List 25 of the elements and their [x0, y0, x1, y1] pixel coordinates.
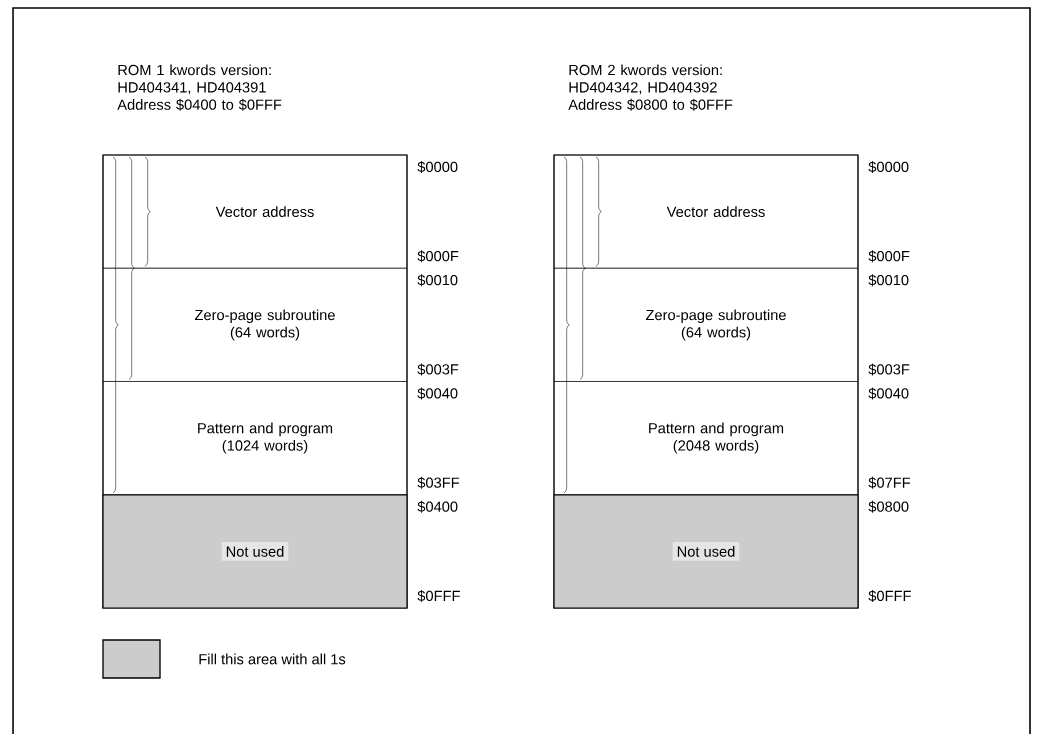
memory-region: Zero-page subroutine (64 words) — [102, 267, 408, 382]
address-label: $0FFF — [417, 590, 460, 602]
address-label: $0040 — [417, 387, 458, 400]
map-heading: ROM 1 kwords version: HD404341, HD404391 Address $0400 to $0FFF — [117, 64, 282, 111]
address-label: $0400 — [417, 500, 458, 513]
address-label: $0010 — [417, 274, 458, 287]
address-label: $000F — [417, 250, 459, 263]
address-label: $003F — [868, 363, 910, 376]
address-label: $0000 — [417, 161, 458, 173]
memory-region: Zero-page subroutine (64 words) — [553, 267, 859, 382]
memory-region: Vector address — [553, 154, 859, 269]
address-label: $000F — [868, 250, 910, 263]
address-label: $0040 — [868, 387, 909, 400]
address-label: $003F — [417, 363, 459, 376]
address-label: $0000 — [868, 161, 909, 173]
address-label: $0FFF — [868, 590, 911, 602]
map-heading: ROM 2 kwords version: HD404342, HD404392 Address $0800 to $0FFF — [568, 64, 733, 111]
address-label: $03FF — [417, 476, 460, 489]
memory-region: Vector address — [102, 154, 408, 269]
address-label: $0010 — [868, 274, 909, 287]
legend-text: Fill this area with all 1s — [199, 653, 346, 665]
unused-region: Not used — [102, 494, 408, 609]
address-label: $07FF — [868, 476, 911, 489]
address-label: $0800 — [868, 500, 909, 513]
unused-region: Not used — [553, 494, 859, 609]
